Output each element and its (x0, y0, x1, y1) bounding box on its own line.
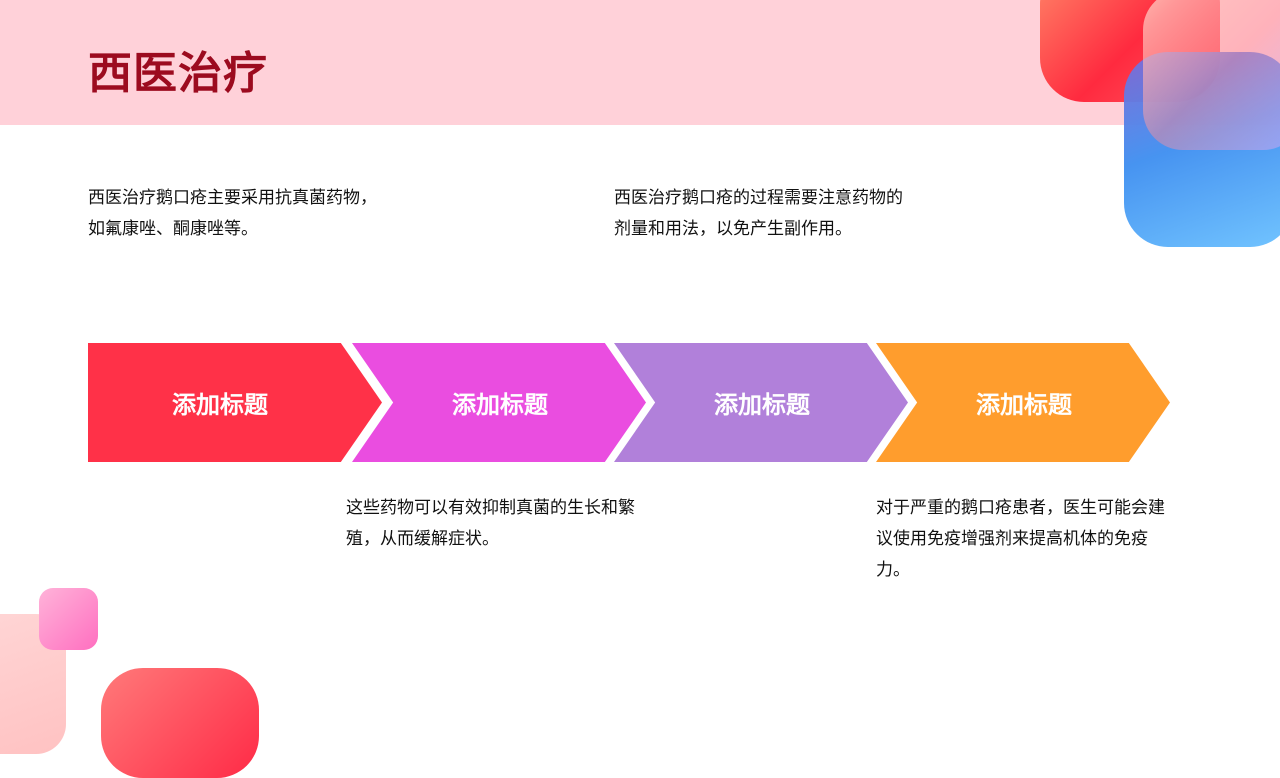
process-step-3[interactable]: 添加标题 (614, 343, 908, 462)
page-title: 西医治疗 (88, 48, 268, 99)
description-3: 这些药物可以有效抑制真菌的生长和繁殖，从而缓解症状。 (346, 498, 635, 549)
description-1: 西医治疗鹅口疮主要采用抗真菌药物，如氟康唑、酮康唑等。 (88, 188, 377, 239)
process-step-label: 添加标题 (976, 391, 1072, 419)
process-step-1[interactable]: 添加标题 (88, 343, 382, 462)
process-step-label: 添加标题 (714, 391, 810, 419)
process-step-label: 添加标题 (172, 391, 268, 419)
decorative-shape-red-bottom (101, 668, 259, 778)
process-step-2[interactable]: 添加标题 (352, 343, 646, 462)
decorative-shape-glass (1143, 0, 1280, 150)
description-2: 西医治疗鹅口疮的过程需要注意药物的剂量和用法，以免产生副作用。 (614, 188, 903, 239)
decorative-shape-pink (39, 588, 98, 650)
process-step-label: 添加标题 (452, 391, 548, 419)
description-4: 对于严重的鹅口疮患者，医生可能会建议使用免疫增强剂来提高机体的免疫力。 (876, 498, 1165, 580)
process-step-4[interactable]: 添加标题 (876, 343, 1170, 462)
